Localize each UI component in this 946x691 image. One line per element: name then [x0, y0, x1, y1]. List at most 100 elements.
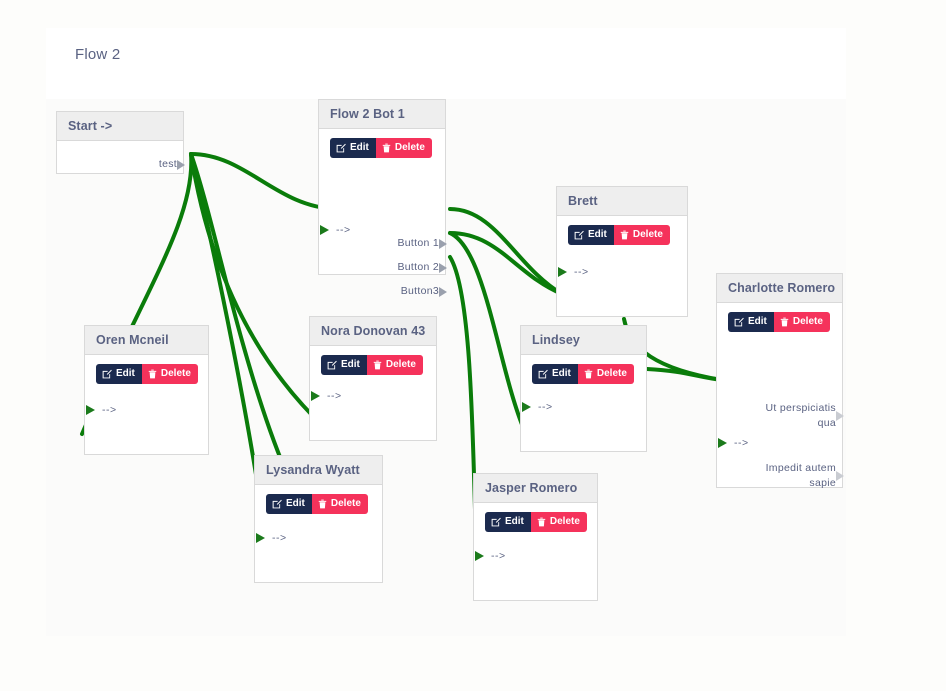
edit-button[interactable]: Edit [728, 312, 774, 332]
node-input-label: --> [734, 437, 749, 449]
delete-button-label: Delete [792, 316, 823, 327]
pencil-square-icon [538, 369, 548, 379]
node-input-label: --> [272, 532, 287, 544]
node-body: Edit Delete --> [310, 346, 436, 438]
delete-button-label: Delete [596, 368, 627, 379]
node-input-label: --> [327, 390, 342, 402]
delete-button[interactable]: Delete [613, 225, 670, 245]
node-input-label: --> [336, 224, 351, 236]
node-output-label: Impedit autem sapie [765, 462, 836, 489]
node-title: Lysandra Wyatt [255, 456, 382, 485]
input-arrow-icon [718, 438, 727, 448]
delete-button[interactable]: Delete [141, 364, 198, 384]
node-input-label: --> [102, 404, 117, 416]
output-arrow-icon [836, 411, 844, 421]
flow-edge [448, 207, 564, 296]
node-title: Lindsey [521, 326, 646, 355]
trash-icon [584, 369, 593, 379]
input-arrow-icon [320, 225, 329, 235]
edit-button-label: Edit [552, 368, 571, 379]
node-action-row: Edit Delete [557, 216, 687, 247]
node-action-row: Edit Delete [521, 355, 646, 386]
node-output-port[interactable]: Impedit autem sapie [762, 461, 844, 491]
node-body: test [57, 141, 185, 172]
node-body: Edit Delete --> [474, 503, 597, 598]
delete-button[interactable]: Delete [773, 312, 830, 332]
edit-button[interactable]: Edit [532, 364, 578, 384]
pencil-square-icon [491, 517, 501, 527]
edit-button[interactable]: Edit [330, 138, 376, 158]
flow-edge [189, 152, 326, 429]
pencil-square-icon [574, 230, 584, 240]
node-action-row: Edit Delete [474, 503, 597, 534]
delete-button-label: Delete [632, 229, 663, 240]
edit-button[interactable]: Edit [485, 512, 531, 532]
node-input-port[interactable]: --> [718, 437, 749, 449]
node-input-port[interactable]: --> [558, 266, 589, 278]
page-title: Flow 2 [75, 46, 121, 63]
pencil-square-icon [102, 369, 112, 379]
node-title: Charlotte Romero [717, 274, 842, 303]
trash-icon [780, 317, 789, 327]
delete-button[interactable]: Delete [577, 364, 634, 384]
edit-button-label: Edit [286, 498, 305, 509]
node-body: Edit Delete --> [85, 355, 208, 452]
node-title: Oren Mcneil [85, 326, 208, 355]
node-action-row: Edit Delete [717, 303, 842, 334]
delete-button[interactable]: Delete [366, 355, 423, 375]
delete-button-label: Delete [160, 368, 191, 379]
node-output-port[interactable]: Button 1 [397, 236, 447, 251]
flow-edge [448, 231, 527, 434]
node-input-port[interactable]: --> [311, 390, 342, 402]
node-output-port[interactable]: Button 2 [397, 260, 447, 275]
delete-button[interactable]: Delete [530, 512, 587, 532]
output-arrow-icon [439, 238, 447, 249]
edit-button-label: Edit [505, 516, 524, 527]
node-input-port[interactable]: --> [522, 401, 553, 413]
edit-button[interactable]: Edit [568, 225, 614, 245]
node-input-port[interactable]: --> [86, 404, 117, 416]
node-input-port[interactable]: --> [475, 550, 506, 562]
output-arrow-icon [177, 159, 185, 170]
pencil-square-icon [336, 143, 346, 153]
delete-button-label: Delete [385, 359, 416, 370]
edit-button[interactable]: Edit [321, 355, 367, 375]
edit-button[interactable]: Edit [266, 494, 312, 514]
node-title: Nora Donovan 43 [310, 317, 436, 346]
delete-button-label: Delete [330, 498, 361, 509]
node-output-port[interactable]: test [158, 157, 185, 172]
input-arrow-icon [558, 267, 567, 277]
edit-button-label: Edit [341, 359, 360, 370]
flow-node-start[interactable]: Start ->test [56, 111, 185, 174]
node-input-port[interactable]: --> [320, 224, 351, 236]
input-arrow-icon [311, 391, 320, 401]
delete-button-label: Delete [394, 142, 425, 153]
node-output-port[interactable]: Ut perspiciatis qua [762, 401, 844, 431]
node-body: Edit Delete --> [521, 355, 646, 449]
delete-button[interactable]: Delete [375, 138, 432, 158]
edit-button[interactable]: Edit [96, 364, 142, 384]
trash-icon [620, 230, 629, 240]
edit-button-label: Edit [350, 142, 369, 153]
trash-icon [373, 360, 382, 370]
output-arrow-icon [439, 286, 447, 297]
delete-button[interactable]: Delete [311, 494, 368, 514]
node-output-label: test [158, 158, 177, 170]
trash-icon [537, 517, 546, 527]
node-input-port[interactable]: --> [256, 532, 287, 544]
node-input-label: --> [491, 550, 506, 562]
node-output-label: Ut perspiciatis qua [765, 402, 836, 429]
node-output-port[interactable]: Button3 [401, 284, 447, 299]
flow-node-nora[interactable]: Nora Donovan 43 Edit Delete --> [309, 316, 437, 441]
input-arrow-icon [86, 405, 95, 415]
